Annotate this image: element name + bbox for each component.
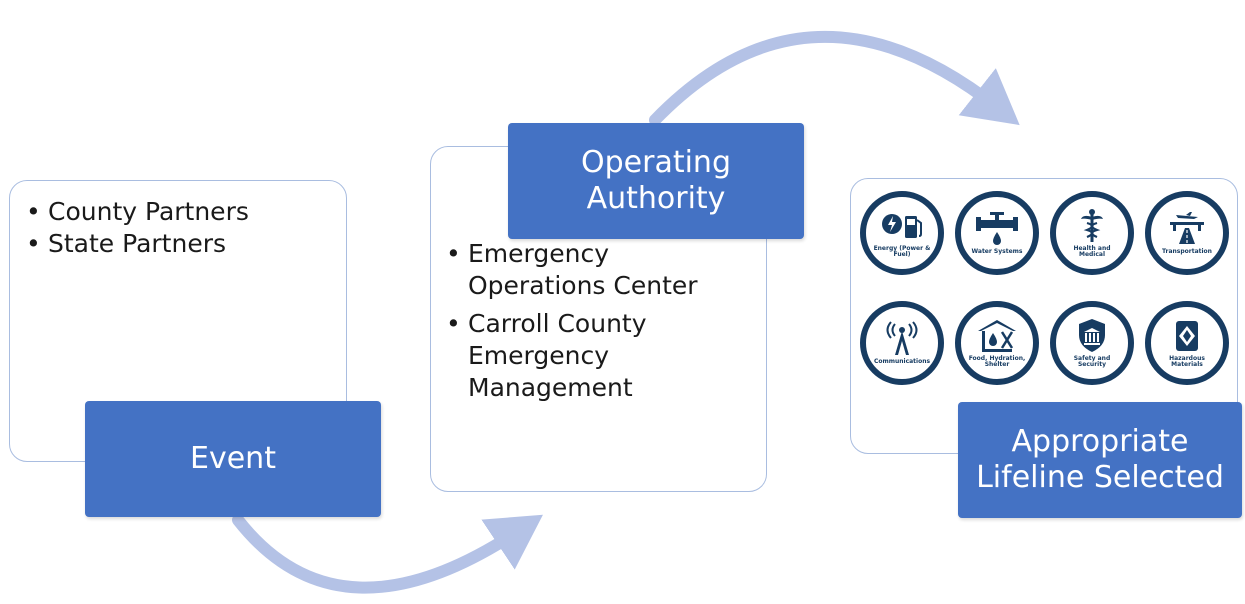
communications-icon [886, 321, 918, 355]
lifeline-water: Water Systems [955, 191, 1039, 275]
lifeline-label: Energy (Power & Fuel) [873, 244, 931, 258]
lifeline-transportation: Transportation [1145, 191, 1229, 275]
lifeline-label: Food, Hydration, Shelter [968, 354, 1026, 368]
arrow-authority-to-lifeline [649, 30, 1020, 126]
health-icon [1081, 208, 1103, 242]
hazmat-icon [1176, 320, 1198, 351]
operating-authority-bullets: Emergency Operations Center Carroll Coun… [446, 238, 746, 404]
bullet-item: Emergency Operations Center [446, 238, 746, 302]
lifeline-label: Safety and Security [1073, 354, 1111, 368]
lifeline-label: Communications [873, 357, 931, 365]
lifeline-label: Health and Medical [1073, 244, 1111, 258]
lifeline-label: Hazardous Materials [1169, 354, 1205, 368]
energy-icon [882, 213, 922, 238]
event-bullets: County Partners State Partners [26, 196, 249, 260]
arrow-event-to-authority [232, 514, 543, 594]
lifeline-food: Food, Hydration, Shelter [955, 301, 1039, 385]
bullet-item: State Partners [26, 228, 249, 260]
lifeline-label-box: Appropriate Lifeline Selected [958, 402, 1242, 518]
event-label: Event [85, 401, 381, 517]
lifeline-health: Health and Medical [1050, 191, 1134, 275]
food-icon [978, 319, 1016, 352]
lifeline-safety: Safety and Security [1050, 301, 1134, 385]
water-icon [976, 211, 1018, 245]
lifeline-label: Transportation [1162, 247, 1212, 255]
transportation-icon [1170, 211, 1204, 244]
bullet-item: Carroll County Emergency Management [446, 308, 746, 404]
lifeline-energy: Energy (Power & Fuel) [860, 191, 944, 275]
bullet-item: County Partners [26, 196, 249, 228]
safety-icon [1079, 318, 1105, 352]
operating-authority-label: Operating Authority [508, 123, 804, 239]
lifeline-hazmat: Hazardous Materials [1145, 301, 1229, 385]
lifeline-communications: Communications [860, 301, 944, 385]
lifeline-label: Water Systems [971, 247, 1023, 255]
